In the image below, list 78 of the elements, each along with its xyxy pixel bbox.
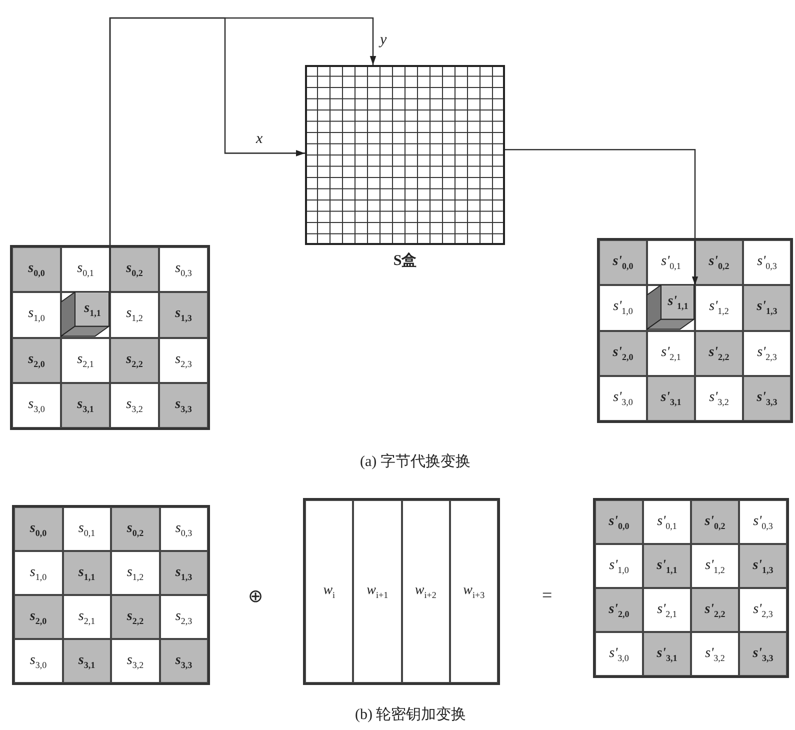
matrix-cell: s'$_{2,0}$ [595,588,643,632]
matrix-cell: s$_{0,2}$ [110,247,159,292]
s-box-grid [305,65,505,270]
matrix-cell: s'$_{1,2}$ [691,544,739,588]
matrix-cell: s'$_{2,1}$ [647,330,695,376]
matrix-cell: s'$_{3,3}$ [739,632,787,676]
matrix-cell: s'$_{0,0}$ [599,240,647,286]
matrix-cell: s$_{1,2}$ [110,292,159,338]
matrix-cell: s$_{3,0}$ [12,382,61,428]
matrix-cell: s'$_{1,0}$ [595,544,643,588]
matrix-cell: s'$_{0,2}$ [691,500,739,544]
matrix-cell: s'$_{3,0}$ [599,376,647,421]
matrix-cell: s'$_{1,0}$ [599,285,647,330]
matrix-cell: s$_{1,3}$ [159,292,208,338]
matrix-cell: s'$_{3,1}$ [643,632,691,676]
matrix-cell: s$_{2,2}$ [111,595,160,639]
matrix-cell: s'$_{0,1}$ [643,500,691,544]
matrix-box [12,505,210,685]
matrix-cell: s$_{2,0}$ [14,595,62,639]
matrix-box [593,498,789,678]
matrix-cell: s$_{0,1}$ [62,507,111,551]
matrix-cell: s'$_{3,2}$ [695,376,743,421]
matrix-cell: s$_{3,1}$ [61,382,110,428]
matrix-cell: s'$_{3,0}$ [595,632,643,676]
matrix-cell: s'$_{3,3}$ [743,376,791,421]
matrix-cell: s$_{3,0}$ [14,639,62,683]
matrix-box [597,238,793,423]
matrix-cell: s$_{2,1}$ [62,595,111,639]
key-column: w$_{i+3}$ [450,500,498,683]
matrix-cell: s$_{2,0}$ [12,338,61,383]
matrix-cell: s'$_{1,3}$ [739,544,787,588]
matrix-cell: s'$_{1,1}$ [647,285,695,330]
matrix-cell: s$_{1,2}$ [111,551,160,595]
operator-symbol: ⊕ [248,585,263,607]
matrix-cell: s'$_{0,3}$ [739,500,787,544]
matrix-cell: s'$_{3,2}$ [691,632,739,676]
matrix-cell: s'$_{2,3}$ [739,588,787,632]
matrix-cell: s$_{2,2}$ [110,338,159,383]
matrix-cell: s'$_{1,1}$ [643,544,691,588]
caption: (a) 字节代换变换 [360,452,470,471]
matrix-cell: s'$_{2,2}$ [691,588,739,632]
matrix-cell: s'$_{0,2}$ [695,240,743,286]
matrix-cell: s'$_{2,0}$ [599,330,647,376]
matrix-cell: s'$_{1,2}$ [695,285,743,330]
matrix-cell: s$_{3,3}$ [160,639,208,683]
matrix-cell: s$_{1,1}$ [62,551,111,595]
matrix-cell: s$_{2,1}$ [61,338,110,383]
key-column: w$_{i+1}$ [353,500,402,683]
matrix-cell: s$_{1,1}$ [61,292,110,338]
matrix-cell: s$_{0,2}$ [111,507,160,551]
matrix-cell: s$_{2,3}$ [160,595,208,639]
matrix-cell: s'$_{3,1}$ [647,376,695,421]
matrix-cell: s$_{3,2}$ [111,639,160,683]
operator-symbol: = [542,585,552,606]
key-column: w$_{i}$ [305,500,354,683]
matrix-cell: s'$_{0,0}$ [595,500,643,544]
matrix-cell: s$_{2,3}$ [159,338,208,383]
matrix-cell: s$_{0,0}$ [14,507,62,551]
matrix-cell: s$_{3,1}$ [62,639,111,683]
matrix-cell: s'$_{2,1}$ [643,588,691,632]
matrix-cell: s$_{0,0}$ [12,247,61,292]
matrix-cell: s'$_{1,3}$ [743,285,791,330]
matrix-cell: s$_{1,0}$ [14,551,62,595]
matrix-cell: s'$_{0,3}$ [743,240,791,286]
matrix-cell: s$_{3,3}$ [159,382,208,428]
matrix-box [10,245,210,430]
matrix-box [303,498,500,685]
box-caption: S盒 [392,251,418,270]
matrix-cell: s$_{1,3}$ [160,551,208,595]
matrix-cell: s$_{0,3}$ [160,507,208,551]
matrix-cell: s'$_{2,2}$ [695,330,743,376]
matrix-cell: s'$_{2,3}$ [743,330,791,376]
matrix-cell: s$_{1,0}$ [12,292,61,338]
caption: (b) 轮密钥加变换 [355,705,466,724]
matrix-cell: s$_{3,2}$ [110,382,159,428]
connector-arrow [505,148,698,286]
matrix-cell: s$_{0,3}$ [159,247,208,292]
key-column: w$_{i+2}$ [402,500,450,683]
